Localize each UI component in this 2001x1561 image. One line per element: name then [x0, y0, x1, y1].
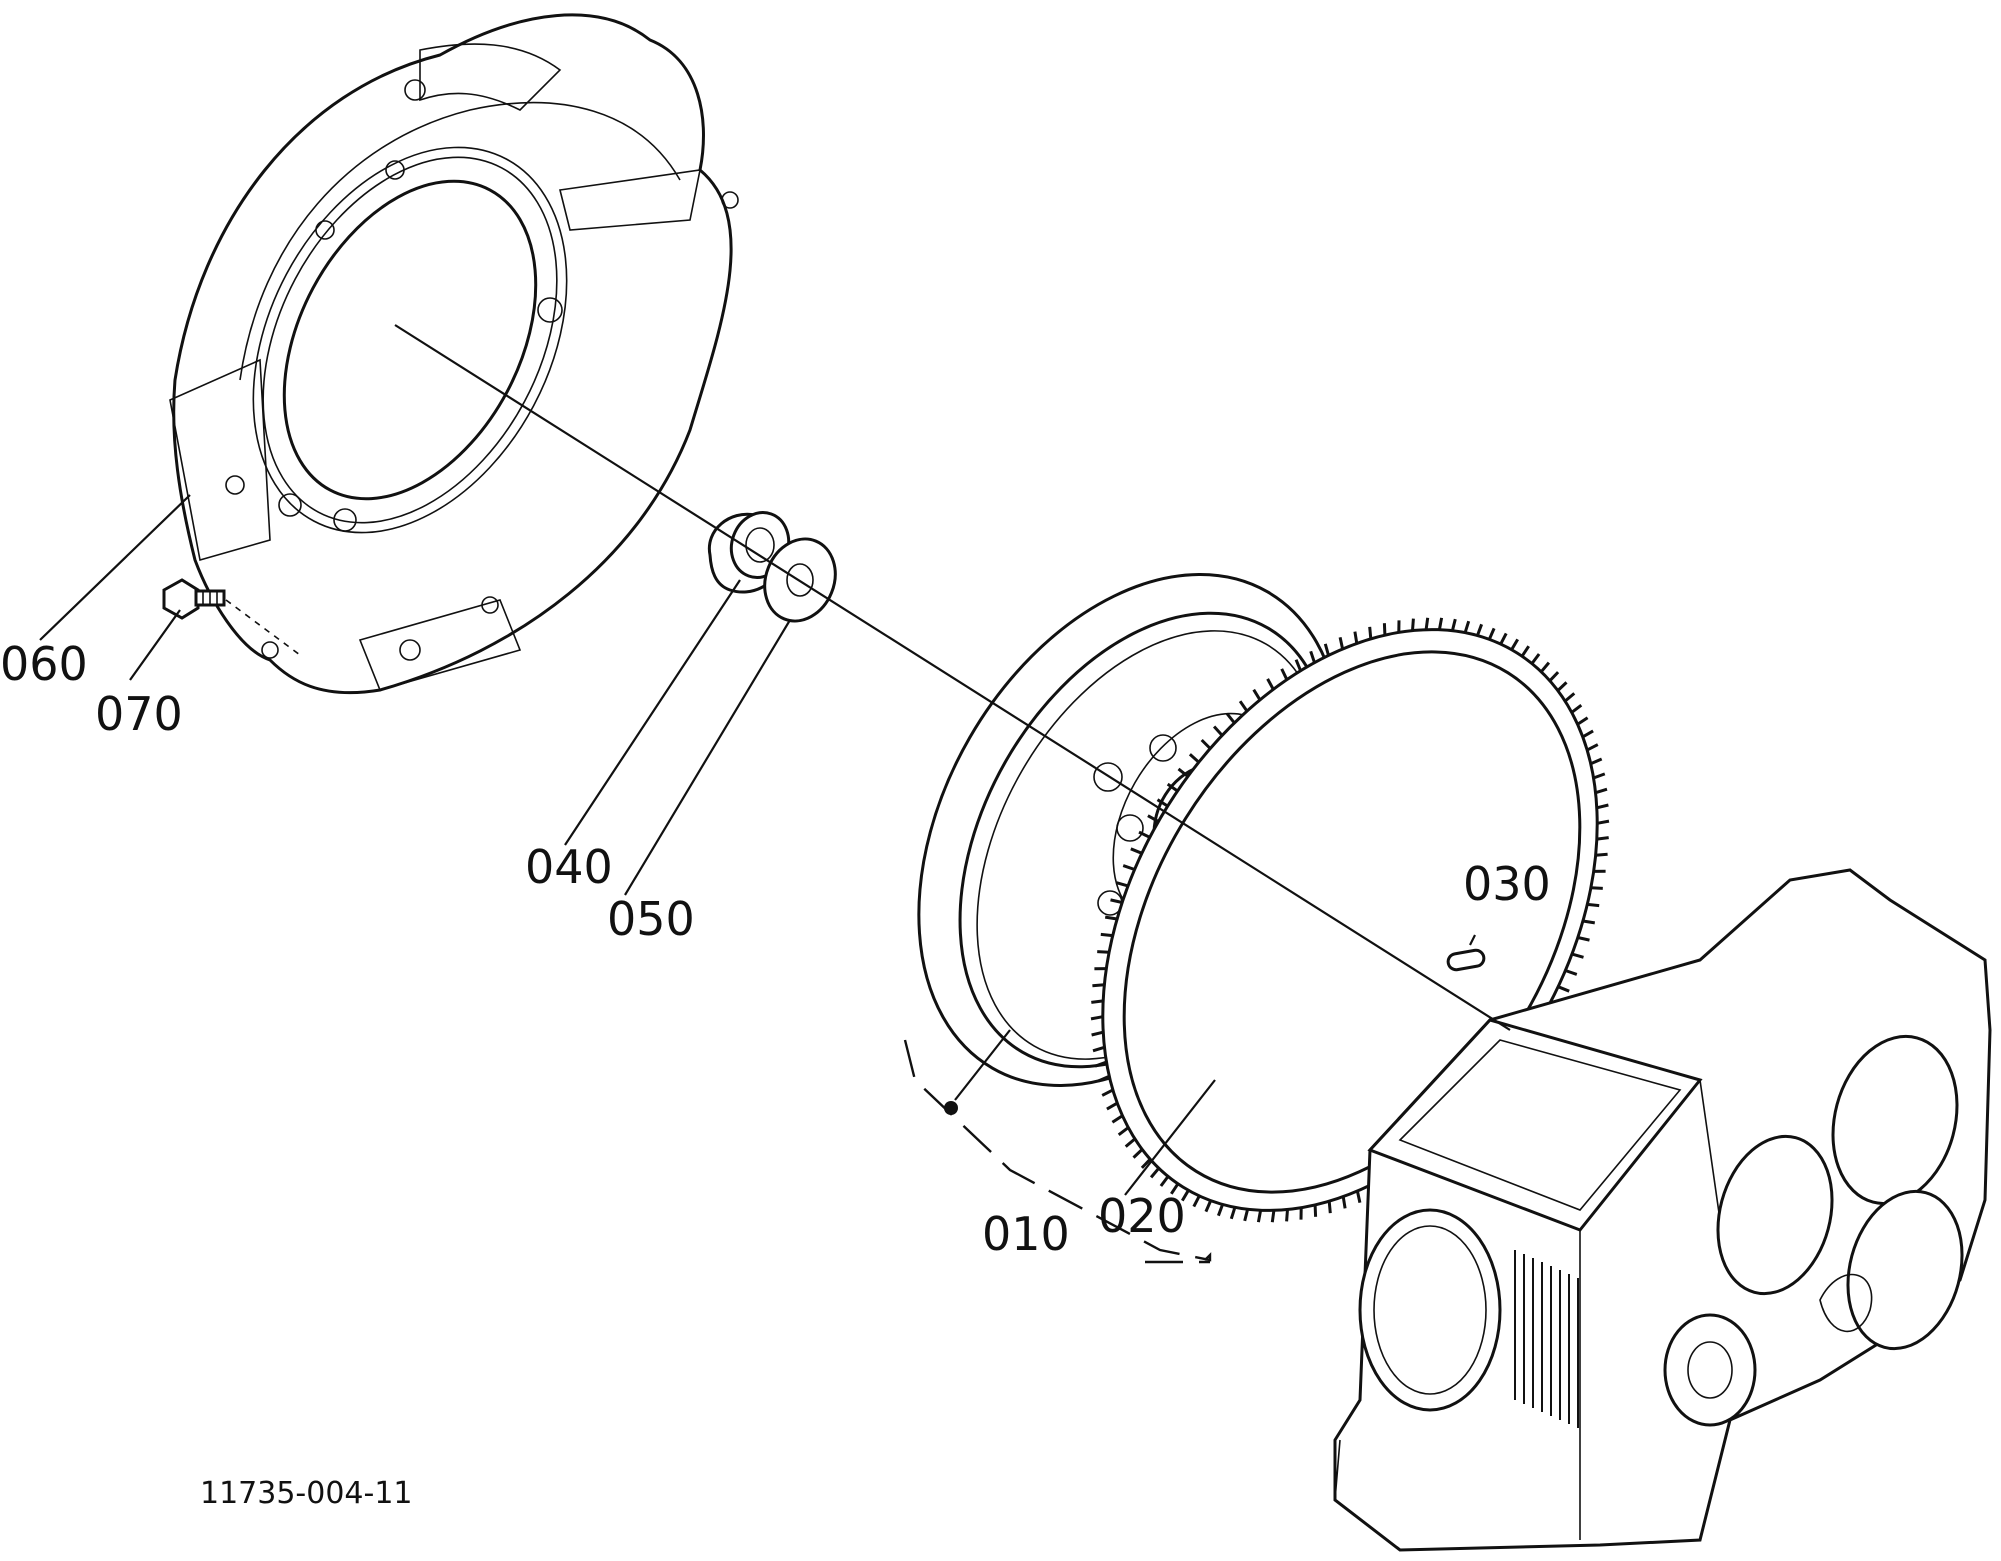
label-050: 050 [607, 892, 695, 946]
document-number: 11735-004-11 [200, 1476, 413, 1511]
bolt [162, 578, 301, 656]
assembly-bracket [903, 1039, 1212, 1264]
assembly-center-line [394, 324, 1511, 1031]
bracket-dot [944, 1101, 958, 1115]
flywheel-housing [169, 13, 739, 695]
leader-lines [39, 494, 1476, 1196]
part-labels: 060 070 040 050 030 010 020 11735-004-11 [0, 637, 1551, 1511]
label-040: 040 [525, 840, 613, 894]
key [1446, 948, 1486, 972]
label-010: 010 [982, 1207, 1070, 1261]
label-070: 070 [95, 687, 183, 741]
gear-case [1333, 868, 1992, 1552]
label-060: 060 [0, 637, 88, 691]
label-030: 030 [1463, 857, 1551, 911]
label-020: 020 [1098, 1189, 1186, 1243]
